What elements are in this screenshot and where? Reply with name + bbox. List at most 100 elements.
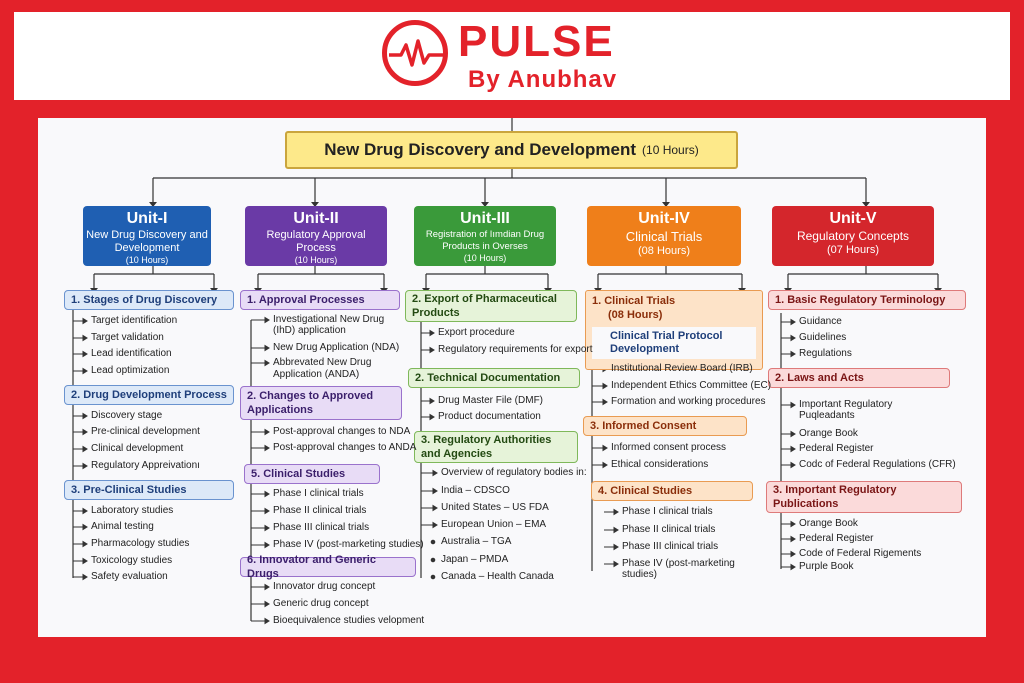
list-item: Phase III clinical trials (273, 522, 370, 533)
list-item: Orange Book (799, 428, 858, 439)
main-topic-hours: (10 Hours) (642, 143, 699, 157)
arrowhead-icon (613, 543, 619, 551)
list-item: Export procedure (438, 327, 515, 338)
list-item: Canada – Health Canada (441, 571, 554, 582)
section-regulatory-authorities: 3. Regulatory Authorities and Agencies (414, 431, 578, 463)
unit-3-hours: (10 Hours) (463, 253, 507, 263)
list-item: Pederal Register (799, 443, 874, 454)
section-drug-development-process: 2. Drug Development Process (64, 385, 234, 405)
list-item: Abbrevated New Drug (273, 357, 372, 368)
arrowhead-icon (429, 329, 435, 337)
list-item: Phase III clinical trials (622, 541, 719, 552)
arrowhead-icon (82, 507, 88, 515)
arrowhead-icon (264, 507, 270, 515)
list-item: Regulatory requirements for export (438, 344, 593, 355)
list-item: Application (ANDA) (273, 369, 360, 380)
unit-4-hours: (08 Hours) (638, 245, 690, 257)
main-topic-title: New Drug Discovery and Development (324, 140, 637, 159)
list-item: Informed consent process (611, 442, 727, 453)
list-item: United States – US FDA (441, 502, 549, 513)
arrowhead-icon (790, 461, 796, 469)
list-item: Institutional Review Board (IRB) (611, 363, 753, 374)
arrowhead-icon (82, 350, 88, 358)
list-item: Target identification (91, 315, 178, 326)
list-item: Orange Book (799, 518, 858, 529)
header-band (14, 12, 1010, 100)
section-technical-documentation: 2. Technical Documentation (408, 368, 580, 388)
arrowhead-icon (82, 428, 88, 436)
clinical-trial-protocol-development: Clinical Trial Protocol Development (592, 327, 756, 359)
arrowhead-icon (264, 344, 270, 352)
list-item: Generic drug concept (273, 598, 369, 609)
logo-subtitle: By Anubhav (468, 66, 618, 93)
list-item: Safety evaluation (91, 571, 168, 582)
list-item: Toxicology studies (91, 555, 173, 566)
list-item: Lead identification (91, 348, 172, 359)
arrowhead-icon (432, 487, 438, 495)
arrowhead-icon (82, 317, 88, 325)
list-item: Innovator drug concept (273, 581, 376, 592)
arrowhead-icon (432, 469, 438, 477)
unit-3-name: Unit-III (460, 210, 510, 227)
arrowhead-icon (790, 535, 796, 543)
list-item: Post-approval changes to ANDA (273, 442, 417, 453)
list-item: Important Regulatory (799, 399, 893, 410)
list-item: New Drug Application (NDA) (273, 342, 400, 353)
list-item: European Union – EMA (441, 519, 547, 530)
list-item: Phase IV (post-marketing (622, 558, 735, 569)
list-item: Drug Master File (DMF) (438, 395, 544, 406)
unit-5-box: Unit-V Regulatory Concepts (07 Hours) (772, 206, 934, 266)
logo-title: PULSE (458, 17, 615, 66)
arrowhead-icon (602, 382, 608, 390)
main-topic-box: New Drug Discovery and Development (10 H… (285, 131, 738, 169)
arrowhead-icon (790, 430, 796, 438)
arrowhead-icon (82, 573, 88, 581)
list-item: Post-approval changes to NDA (273, 426, 411, 437)
section-basic-regulatory-terminology: 1. Basic Regulatory Terminology (768, 290, 966, 310)
list-item: Laboratory studies (91, 505, 174, 516)
arrowhead-icon (432, 504, 438, 512)
arrowhead-icon (429, 397, 435, 405)
arrowhead-icon (82, 445, 88, 453)
arrowhead-icon (82, 412, 88, 420)
arrowhead-icon (264, 524, 270, 532)
arrowhead-icon (602, 398, 608, 406)
list-item: Independent Ethics Committee (EC) (611, 380, 772, 391)
pulse-logo-icon (382, 20, 448, 86)
arrowhead-icon (264, 600, 270, 608)
unit-3-title: Registration of Iımdian Drug Products in… (425, 229, 545, 252)
section-changes-to-approved-applications: 2. Changes to Approved Applications (240, 386, 402, 420)
arrowhead-icon (429, 413, 435, 421)
arrowhead-icon (264, 541, 270, 549)
unit-2-hours: (10 Hours) (294, 255, 338, 265)
arrowhead-icon (790, 520, 796, 528)
list-item: Product documentation (438, 411, 541, 422)
section-stages-of-drug-discovery: 1. Stages of Drug Discovery (64, 290, 234, 310)
bullet-icon (430, 539, 436, 545)
arrowhead-icon (264, 359, 270, 367)
arrowhead-icon (264, 316, 270, 324)
arrowhead-icon (82, 557, 88, 565)
list-item: Pharmacology studies (91, 538, 190, 549)
list-item: Purple Book (799, 561, 854, 572)
arrowhead-icon (82, 462, 88, 470)
list-item: Phase I clinical trials (273, 488, 364, 499)
list-item: Animal testing (91, 521, 154, 532)
arrowhead-icon (264, 444, 270, 452)
section-clinical-studies-u2: 5. Clinical Studies (244, 464, 380, 484)
list-item: Target validation (91, 332, 164, 343)
list-item: Australia – TGA (441, 536, 512, 547)
logo: PULSE By Anubhav (382, 16, 642, 96)
list-item: Overview of regulatory bodies in: (441, 467, 587, 478)
list-item: Discovery stage (91, 410, 163, 421)
list-item: Clinical development (91, 443, 184, 454)
unit-4-box: Unit-IV Clinical Trials (08 Hours) (587, 206, 741, 266)
arrowhead-icon (790, 401, 796, 409)
arrowhead-icon (613, 508, 619, 516)
list-item: Pre-clinical development (91, 426, 200, 437)
arrowhead-icon (264, 490, 270, 498)
arrowhead-icon (429, 346, 435, 354)
arrowhead-icon (82, 367, 88, 375)
bullet-icon (430, 557, 436, 563)
arrowhead-icon (790, 350, 796, 358)
